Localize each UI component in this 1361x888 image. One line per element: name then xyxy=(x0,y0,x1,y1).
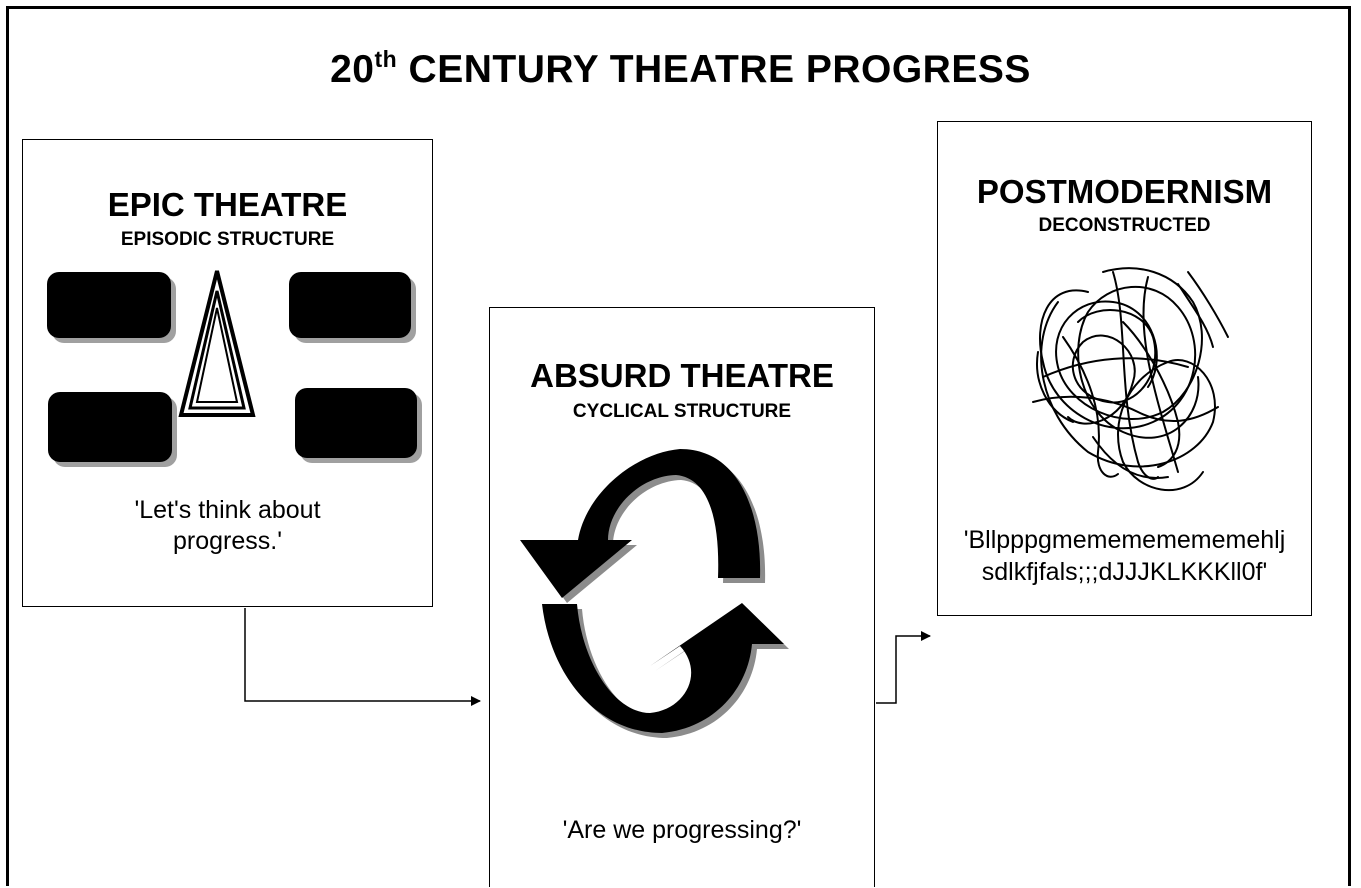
postmodernism-card: POSTMODERNISM DECONSTRUCTED 'Bllpppgmeme… xyxy=(937,121,1312,616)
epic-to-absurd-arrow xyxy=(244,608,481,706)
page-title: 20th CENTURY THEATRE PROGRESS xyxy=(0,46,1361,92)
title-superscript: th xyxy=(374,46,398,72)
absurd-to-postmodern-arrow xyxy=(876,631,931,704)
cyclical-arrows-icon xyxy=(520,449,789,738)
scribble-icon xyxy=(1032,267,1229,491)
postmodern-quote-line1: 'Bllpppgmemememememehlj xyxy=(963,526,1286,554)
epic-subheading: EPISODIC STRUCTURE xyxy=(120,229,335,250)
epic-theatre-card: EPIC THEATRE EPISODIC STRUCTURE 'Let's t… xyxy=(22,139,433,607)
outer-frame xyxy=(6,6,1351,886)
postmodern-subheading: DECONSTRUCTED xyxy=(1038,215,1211,236)
epic-quote-line1: 'Let's think about xyxy=(134,496,321,524)
postmodern-quote-line2: sdlkfjfals;;;dJJJKLKKKll0f' xyxy=(981,558,1268,586)
absurd-heading: ABSURD THEATRE xyxy=(530,357,834,394)
epic-quote-line2: progress.' xyxy=(173,527,282,555)
postmodern-heading: POSTMODERNISM xyxy=(976,173,1273,210)
title-text: CENTURY THEATRE PROGRESS xyxy=(397,48,1031,91)
absurd-subheading: CYCLICAL STRUCTURE xyxy=(572,401,792,422)
epic-heading: EPIC THEATRE xyxy=(107,186,348,223)
episodic-structure-icon xyxy=(47,270,422,467)
title-number: 20 xyxy=(330,48,375,91)
absurd-theatre-card: ABSURD THEATRE CYCLICAL STRUCTURE 'Are w… xyxy=(489,307,875,887)
absurd-quote: 'Are we progressing?' xyxy=(562,816,802,844)
